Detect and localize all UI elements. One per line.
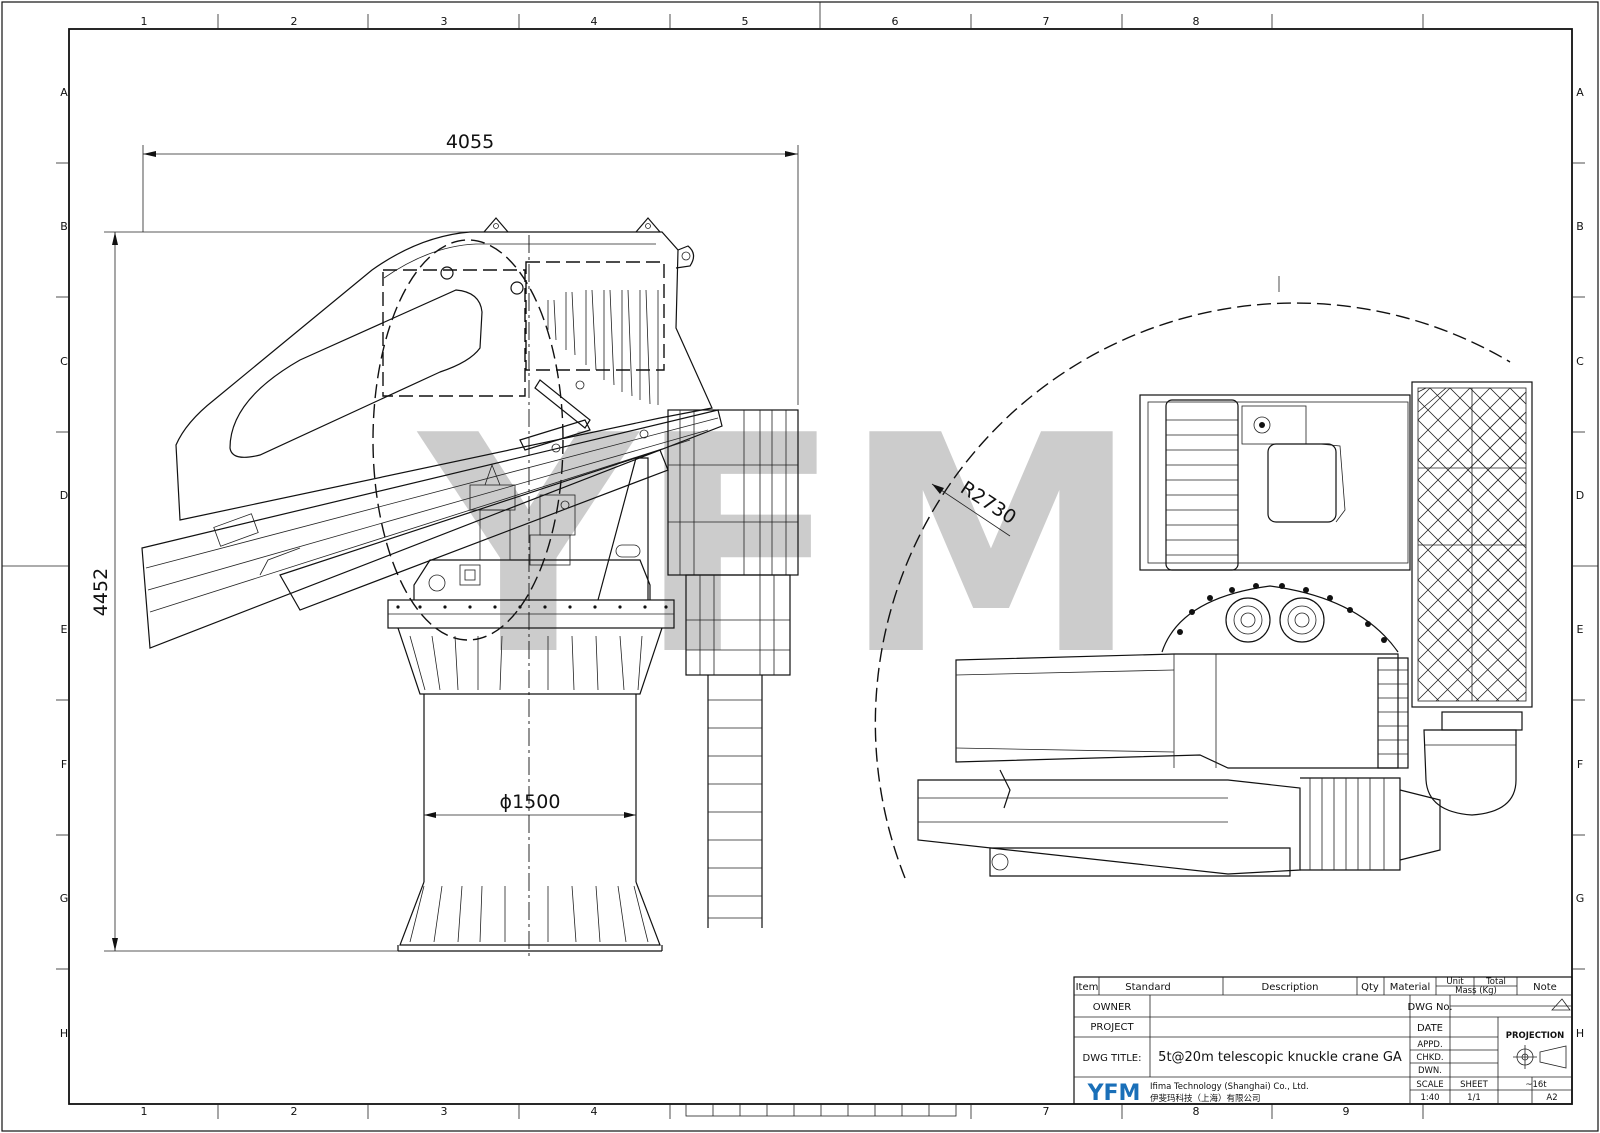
pedestal: ϕ1500	[387, 599, 675, 952]
zone-col-7: 7	[1043, 15, 1050, 28]
zone-row-B-left: B	[60, 220, 68, 233]
tb-header-unit: Unit	[1446, 977, 1464, 987]
slewing-ring	[1161, 583, 1399, 653]
zone-col-4: 4	[591, 15, 598, 28]
slewing-house	[413, 457, 651, 601]
zone-row-F-right: F	[1577, 758, 1583, 771]
zone-col-bottom-3: 3	[441, 1105, 448, 1118]
dimension-label-4452: 4452	[90, 568, 112, 616]
ladder	[707, 675, 763, 928]
zone-row-F-left: F	[61, 758, 67, 771]
power-unit	[1139, 381, 1533, 708]
dimension-overall-width: 4055	[142, 131, 799, 405]
zone-labels-left: A B C D E F G H	[60, 86, 69, 1040]
zone-labels-bottom: 1 2 3 4 7 8 9	[141, 1105, 1350, 1118]
tb-appd-label: APPD.	[1417, 1040, 1442, 1050]
zone-row-H-left: H	[60, 1027, 68, 1040]
company-logo: YFM	[1087, 1081, 1141, 1106]
tb-project-label: PROJECT	[1090, 1022, 1134, 1033]
main-boom	[175, 217, 713, 641]
tb-paper-size: A2	[1546, 1093, 1557, 1103]
zone-col-bottom-8: 8	[1193, 1105, 1200, 1118]
tb-dwg-no-label: DWG No.	[1407, 1002, 1452, 1013]
zone-row-D-right: D	[1576, 489, 1584, 502]
zone-row-D-left: D	[60, 489, 68, 502]
tb-weight-value: ~16t	[1525, 1080, 1547, 1090]
zone-col-8: 8	[1193, 15, 1200, 28]
projection-symbol-icon	[1513, 1045, 1567, 1069]
zone-row-C-right: C	[1576, 355, 1584, 368]
tb-header-description: Description	[1262, 982, 1319, 993]
tb-dwg-title: 5t@20m telescopic knuckle crane GA	[1158, 1050, 1402, 1065]
zone-col-bottom-9: 9	[1343, 1105, 1350, 1118]
tb-header-material: Material	[1390, 982, 1431, 993]
revision-triangle-icon	[1551, 998, 1571, 1011]
crane-side-elevation: 4055 4452	[90, 131, 799, 958]
tb-header-qty: Qty	[1361, 982, 1379, 993]
tb-header-total: Total	[1485, 977, 1506, 987]
zone-col-bottom-1: 1	[141, 1105, 148, 1118]
tb-projection-label: PROJECTION	[1506, 1031, 1565, 1041]
slew-radius-arc	[874, 302, 1511, 879]
tb-owner-label: OWNER	[1093, 1002, 1132, 1013]
zone-row-E-right: E	[1577, 623, 1584, 636]
zone-row-E-left: E	[61, 623, 68, 636]
dimension-label-4055: 4055	[446, 131, 494, 153]
zone-row-A-right: A	[1576, 86, 1584, 99]
zone-row-B-right: B	[1576, 220, 1584, 233]
tb-header-item: Item	[1076, 982, 1099, 993]
watermark: YFM	[415, 372, 1140, 721]
title-block: Item Standard Description Qty Material U…	[1073, 976, 1573, 1106]
tb-dwg-title-label: DWG TITLE:	[1083, 1053, 1142, 1064]
tb-header-mass: Mass (Kg)	[1455, 986, 1497, 996]
zone-col-bottom-2: 2	[291, 1105, 298, 1118]
tb-date-label: DATE	[1417, 1023, 1443, 1034]
zone-row-H-right: H	[1576, 1027, 1584, 1040]
tb-header-standard: Standard	[1125, 982, 1171, 993]
zone-col-6: 6	[892, 15, 899, 28]
zone-labels-right: A B C D E F G H	[1576, 86, 1585, 1040]
zone-labels-top: 1 2 3 4 5 6 7 8	[141, 15, 1200, 28]
zone-col-3: 3	[441, 15, 448, 28]
tb-chkd-label: CHKD.	[1416, 1053, 1443, 1063]
zone-col-bottom-4: 4	[591, 1105, 598, 1118]
zone-row-C-left: C	[60, 355, 68, 368]
company-name-en: Ifima Technology (Shanghai) Co., Ltd.	[1150, 1082, 1309, 1092]
dimension-overall-height: 4452	[90, 231, 500, 952]
zone-col-5: 5	[742, 15, 749, 28]
tb-dwn-label: DWN.	[1418, 1066, 1442, 1076]
tb-scale-label: SCALE	[1416, 1080, 1443, 1090]
zone-col-bottom-7: 7	[1043, 1105, 1050, 1118]
zone-col-2: 2	[291, 15, 298, 28]
zone-col-1: 1	[141, 15, 148, 28]
plan-winch-drum	[1423, 711, 1523, 816]
access-platform	[667, 409, 799, 676]
company-name-cn: 伊斐玛科技（上海）有限公司	[1150, 1093, 1261, 1104]
zone-row-G-right: G	[1576, 892, 1585, 905]
tb-header-note: Note	[1533, 982, 1557, 993]
zone-row-G-left: G	[60, 892, 69, 905]
dimension-label-pedestal-diameter: ϕ1500	[500, 791, 561, 813]
tb-scale-value: 1:40	[1420, 1093, 1439, 1103]
plan-boom	[917, 653, 1441, 877]
tb-sheet-value: 1/1	[1467, 1093, 1481, 1103]
tb-sheet-label: SHEET	[1460, 1080, 1489, 1090]
zone-row-A-left: A	[60, 86, 68, 99]
